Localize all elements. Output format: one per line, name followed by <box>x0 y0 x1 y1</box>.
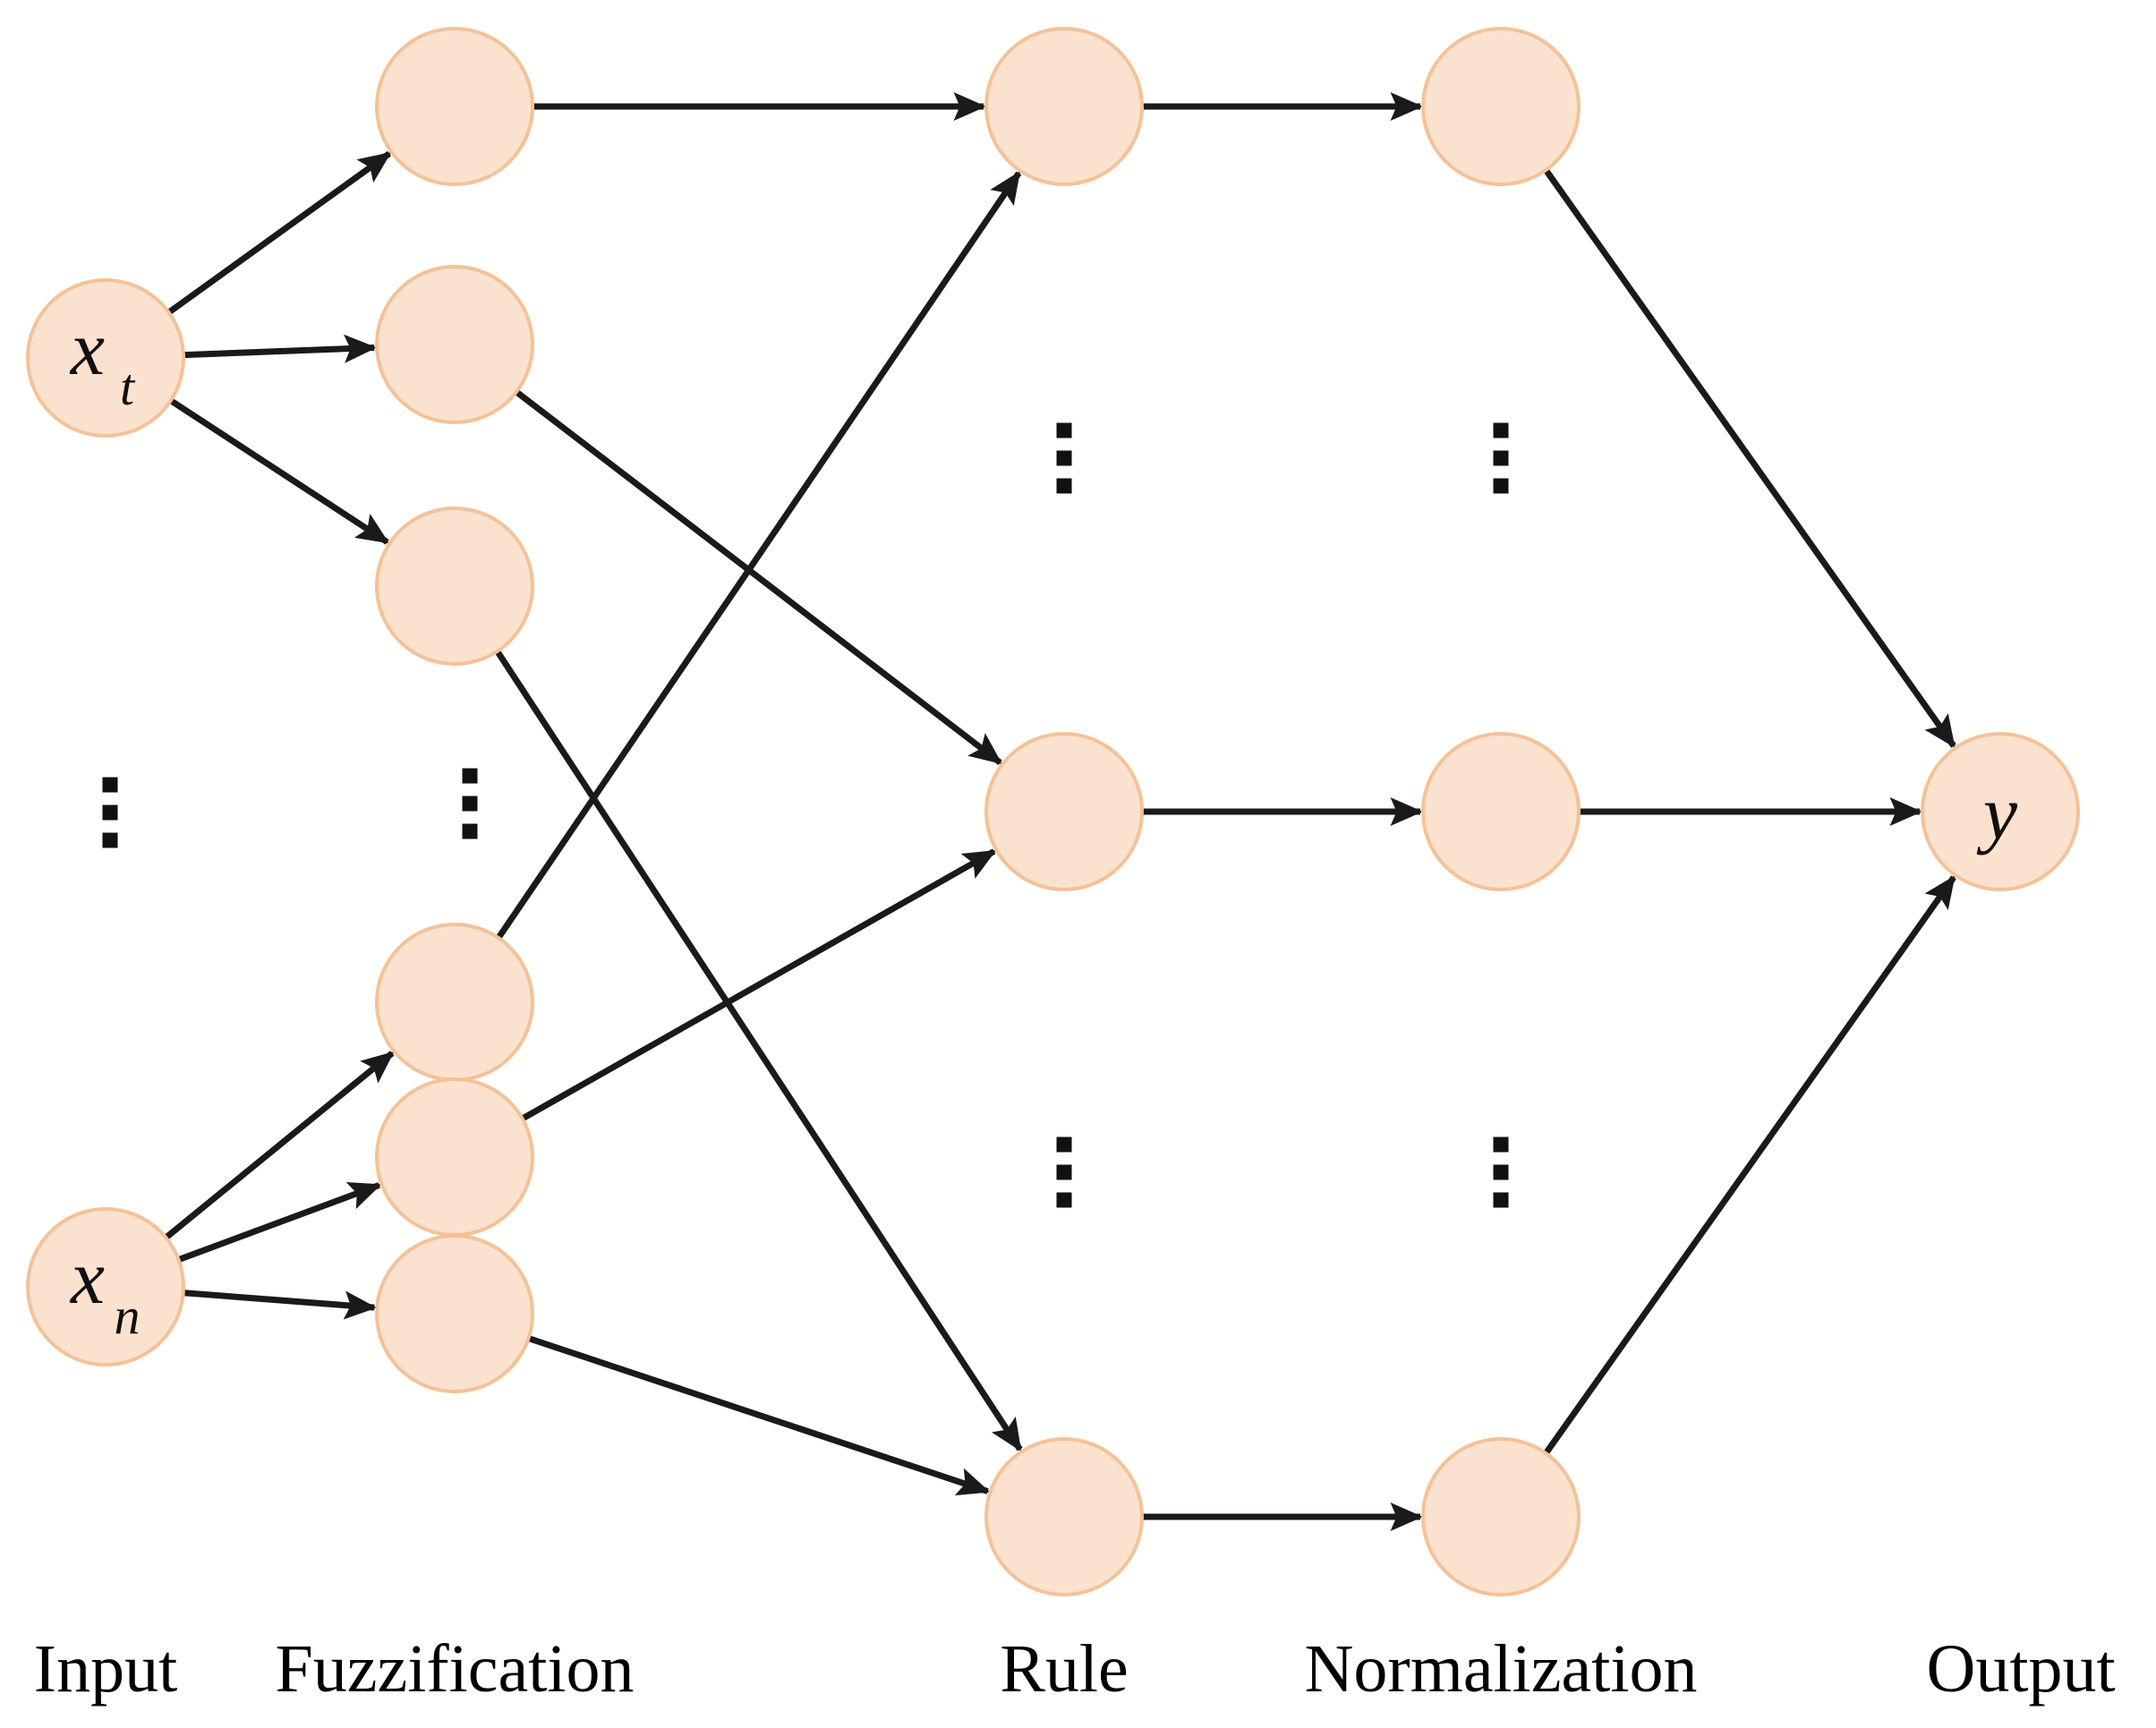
ellipsis-dot <box>1056 450 1072 466</box>
edge-nm1-to-out1 <box>1543 168 1956 748</box>
node-circle-in1 <box>26 278 185 438</box>
ellipsis-dot <box>1056 1164 1072 1180</box>
column-label-rule: Rule <box>1000 1631 1129 1707</box>
ellipsis-dot <box>1493 422 1509 438</box>
column-label-output: Output <box>1926 1631 2115 1707</box>
ellipsis-dot <box>1056 1136 1072 1153</box>
ellipsis-dot <box>102 804 118 821</box>
node-fz5[interactable] <box>375 1077 534 1237</box>
ellipsis-dot <box>462 768 478 784</box>
ellipsis-dot <box>1056 1192 1072 1208</box>
edge-fz2-to-rl2 <box>515 389 1002 766</box>
node-label-in1: x <box>69 305 105 391</box>
ellipsis-dot <box>462 823 478 839</box>
node-sublabel-in2: n <box>115 1287 141 1345</box>
column-labels-layer: Input Fuzzification Rule Normalization Outpu… <box>34 1631 2116 1707</box>
edge-in1-to-fz3 <box>169 398 390 545</box>
node-circle-fz5 <box>375 1077 534 1237</box>
ellipsis-dot <box>1493 1192 1509 1208</box>
node-circle-fz2 <box>375 265 534 424</box>
node-circle-nm2 <box>1421 732 1581 891</box>
node-circle-nm1 <box>1421 27 1581 186</box>
column-label-input: Input <box>34 1631 177 1707</box>
node-fz2[interactable] <box>375 265 534 424</box>
node-fz1[interactable] <box>375 27 534 186</box>
edge-fz5-to-rl2 <box>521 848 997 1121</box>
node-rl1[interactable] <box>984 27 1144 186</box>
node-nm3[interactable] <box>1421 1437 1581 1596</box>
node-circle-fz1 <box>375 27 534 186</box>
edge-fz6-to-rl3 <box>528 1335 991 1496</box>
ellipsis-dot <box>1493 478 1509 494</box>
node-nm2[interactable] <box>1421 732 1581 891</box>
node-label-out1: y <box>1976 770 2018 855</box>
node-circle-rl2 <box>984 732 1144 891</box>
edge-in2-to-fz4 <box>164 1051 395 1240</box>
node-rl3[interactable] <box>984 1437 1144 1596</box>
node-circle-nm3 <box>1421 1437 1581 1596</box>
vertical-ellipsis-icon-rule <box>1056 422 1072 494</box>
column-label-normalization: Normalization <box>1305 1631 1698 1707</box>
edge-fz4-to-rl1 <box>496 171 1022 940</box>
ellipsis-dot <box>102 777 118 793</box>
vertical-ellipsis-icon-fuzzification <box>462 768 478 839</box>
edge-in1-to-fz2 <box>183 334 377 363</box>
ellipsis-markers-layer <box>102 422 1509 1208</box>
ellipsis-dot <box>1493 450 1509 466</box>
edges-layer <box>164 91 1956 1532</box>
vertical-ellipsis-icon-input <box>102 777 118 848</box>
column-label-fuzzification: Fuzzification <box>276 1631 635 1707</box>
node-fz4[interactable] <box>375 923 534 1082</box>
edge-in2-to-fz5 <box>178 1182 382 1263</box>
node-circle-in2 <box>26 1207 185 1366</box>
node-rl2[interactable] <box>984 732 1144 891</box>
node-circle-fz6 <box>375 1234 534 1393</box>
vertical-ellipsis-icon-normalization <box>1493 422 1509 494</box>
node-sublabel-in1: t <box>120 358 136 416</box>
node-fz3[interactable] <box>375 506 534 666</box>
vertical-ellipsis-icon-normalization <box>1493 1136 1509 1208</box>
node-nm1[interactable] <box>1421 27 1581 186</box>
node-circle-rl3 <box>984 1437 1144 1596</box>
ellipsis-dot <box>1493 1164 1509 1180</box>
ellipsis-dot <box>1056 478 1072 494</box>
node-out1[interactable]: y <box>1921 732 2080 891</box>
node-circle-fz3 <box>375 506 534 666</box>
edge-fz3-to-rl3 <box>495 650 1023 1452</box>
node-circle-fz4 <box>375 923 534 1082</box>
node-fz6[interactable] <box>375 1234 534 1393</box>
ellipsis-dot <box>1056 422 1072 438</box>
node-circle-rl1 <box>984 27 1144 186</box>
edge-in1-to-fz1 <box>167 150 392 315</box>
node-label-in2: x <box>69 1234 105 1320</box>
vertical-ellipsis-icon-rule <box>1056 1136 1072 1208</box>
edge-in2-to-fz6 <box>183 1290 378 1320</box>
ellipsis-dot <box>1493 1136 1509 1153</box>
node-circle-out1 <box>1921 732 2080 891</box>
ellipsis-dot <box>102 832 118 848</box>
ellipsis-dot <box>462 796 478 812</box>
edge-nm3-to-out1 <box>1543 875 1956 1455</box>
